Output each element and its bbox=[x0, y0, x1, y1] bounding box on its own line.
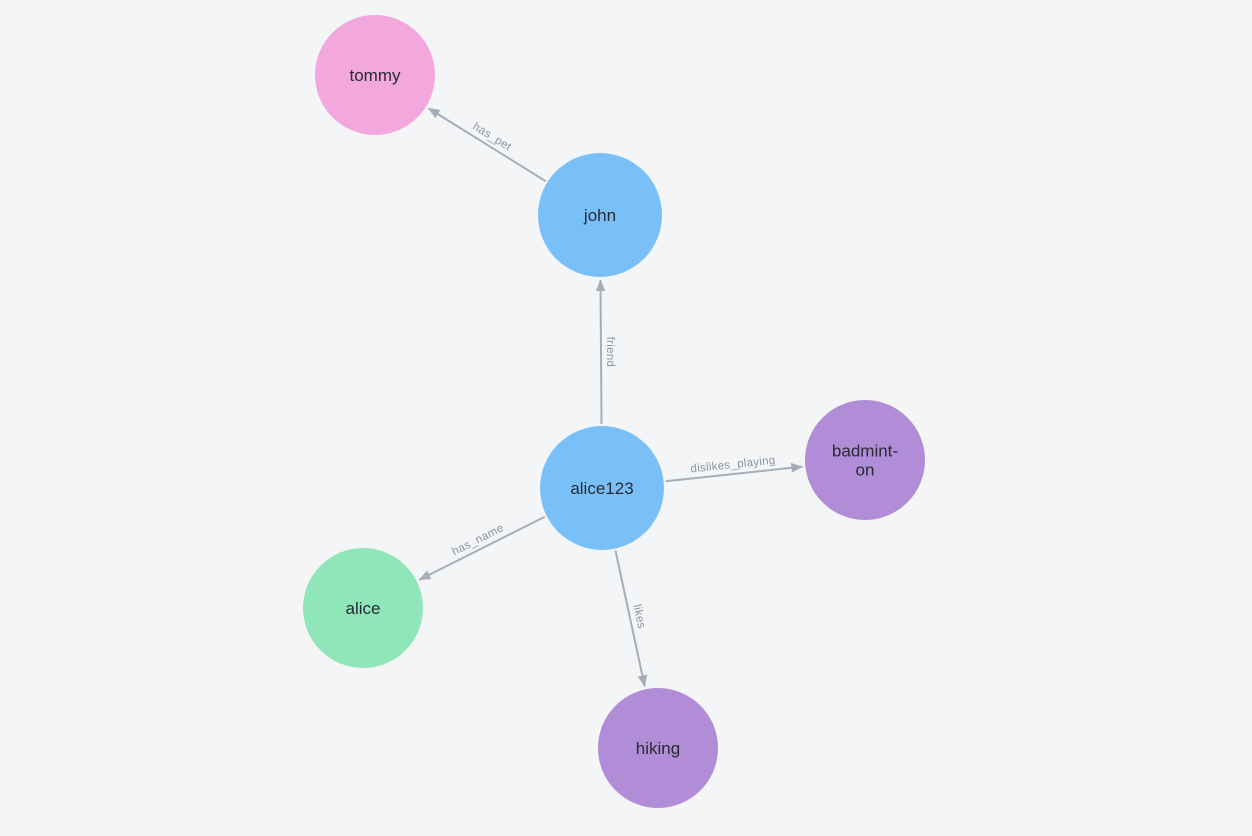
node-circle-john[interactable] bbox=[538, 153, 662, 277]
graph-node-john[interactable]: john bbox=[538, 153, 662, 277]
graph-node-hiking[interactable]: hiking bbox=[598, 688, 718, 808]
node-label-alice: alice bbox=[346, 599, 381, 618]
node-label-alice123: alice123 bbox=[570, 479, 633, 498]
node-label-badminton: badmint-on bbox=[832, 442, 898, 480]
node-label-john: john bbox=[583, 206, 616, 225]
node-label-tommy: tommy bbox=[350, 66, 402, 85]
node-label-hiking: hiking bbox=[636, 739, 680, 758]
graph-edge-friend[interactable]: friend bbox=[595, 279, 616, 425]
edge-label-likes: likes bbox=[630, 603, 647, 629]
node-circle-alice[interactable] bbox=[303, 548, 423, 668]
edge-label-dislikes_playing: dislikes_playing bbox=[690, 455, 776, 476]
edge-line-has_pet[interactable] bbox=[427, 107, 547, 183]
node-layer: tommy john alice123 badmint-on alice hiking bbox=[303, 15, 925, 808]
node-circle-badminton[interactable] bbox=[805, 400, 925, 520]
edge-line-has_name[interactable] bbox=[418, 515, 546, 581]
edge-line-likes[interactable] bbox=[614, 550, 648, 687]
node-circle-hiking[interactable] bbox=[598, 688, 718, 808]
graph-edge-dislikes_playing[interactable]: dislikes_playing bbox=[665, 455, 803, 483]
edge-line-dislikes_playing[interactable] bbox=[665, 463, 803, 483]
node-circle-alice123[interactable] bbox=[540, 426, 664, 550]
graph-node-badminton[interactable]: badmint-on bbox=[805, 400, 925, 520]
edge-label-friend: friend bbox=[604, 337, 616, 368]
node-circle-tommy[interactable] bbox=[315, 15, 435, 135]
graph-edge-likes[interactable]: likes bbox=[614, 550, 648, 687]
graph-node-tommy[interactable]: tommy bbox=[315, 15, 435, 135]
edge-line-friend[interactable] bbox=[595, 279, 606, 425]
graph-node-alice[interactable]: alice bbox=[303, 548, 423, 668]
graph-edge-has_pet[interactable]: has_pet bbox=[427, 107, 547, 183]
graph-edge-has_name[interactable]: has_name bbox=[418, 515, 546, 581]
graph-node-alice123[interactable]: alice123 bbox=[540, 426, 664, 550]
